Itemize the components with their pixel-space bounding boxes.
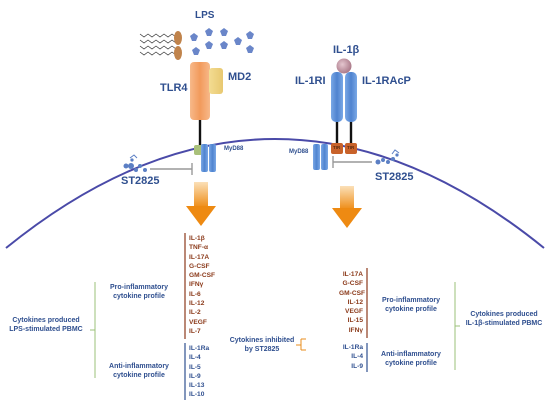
list-item: IL-7 (189, 327, 201, 335)
left-anti-list: IL-1Ra IL-4 IL-5 IL-9 IL-13 IL-10 (189, 344, 209, 400)
list-item: IL-5 (189, 363, 201, 371)
tir-right-label: TIR (347, 145, 355, 150)
st2825-left-molecule (123, 154, 193, 175)
right-anti-profile: Anti-inflammatory cytokine profile (381, 351, 441, 367)
il1b-ligand (335, 57, 353, 75)
list-item: VEGF (189, 318, 207, 326)
il1ri-receptor (331, 72, 343, 122)
tir-left-label: TIR (333, 145, 341, 150)
st2825-right-molecule (332, 149, 400, 168)
st2825-right-label: ST2825 (375, 171, 414, 183)
list-item: GM-CSF (189, 272, 216, 280)
list-item: IL-4 (189, 354, 201, 362)
left-anti-profile: Anti-inflammatory cytokine profile (109, 363, 169, 379)
list-item: IL-12 (189, 300, 205, 308)
list-item: IL-17A (189, 253, 210, 261)
lps-label: LPS (195, 10, 215, 21)
il1ri-label: IL-1RI (295, 75, 326, 87)
list-item: TNF-α (189, 244, 209, 252)
list-item: IL-2 (189, 309, 201, 317)
list-item: IFNγ (189, 281, 204, 289)
tir-domain-right (345, 143, 357, 154)
list-item: IL-9 (189, 372, 201, 380)
left-cytokines-produced: Cytokines produced LPS-stimulated PBMC (9, 317, 83, 333)
tir-domain-left (331, 143, 343, 154)
list-item: IL-10 (189, 391, 205, 399)
md2-label: MD2 (228, 71, 252, 83)
myd88-left-label: MyD88 (224, 146, 244, 152)
list-item: IL-6 (189, 290, 201, 298)
list-item: IL-1Ra (342, 344, 363, 351)
right-pro-list: IL-17A G-CSF GM-CSF IL-12 VEGF IL-15 IFN… (339, 270, 366, 335)
cell-membrane (5, 138, 545, 249)
left-pro-list: IL-1β TNF-α IL-17A G-CSF GM-CSF IFNγ IL-… (189, 234, 215, 336)
list-item: IL-1Ra (189, 345, 210, 352)
list-item: VEGF (345, 308, 363, 316)
il1racp-label: IL-1RAcP (362, 75, 411, 87)
left-arrow (186, 182, 216, 226)
list-item: IL-15 (347, 317, 363, 325)
list-item: G-CSF (189, 262, 210, 270)
lps-sugars (190, 28, 254, 55)
myd88-left-protein (201, 144, 216, 172)
list-item: IL-1β (189, 235, 205, 242)
tlr4-receptor (190, 62, 210, 120)
il1racp-receptor (345, 72, 357, 122)
right-arrow (332, 186, 362, 228)
right-pro-profile: Pro-inflammatory cytokine profile (382, 297, 440, 313)
list-item: IFNγ (348, 326, 363, 334)
list-item: IL-4 (351, 353, 363, 361)
myd88-right-protein (313, 144, 328, 170)
right-cytokines-produced: Cytokines produced IL-1β-stimulated PBMC (465, 311, 543, 327)
myd88-right-label: MyD88 (289, 149, 309, 155)
list-item: G-CSF (342, 280, 363, 288)
list-item: IL-17A (342, 271, 363, 278)
lps-molecule (139, 33, 177, 56)
list-item: IL-9 (351, 362, 363, 370)
st2825-left-label: ST2825 (121, 175, 160, 187)
left-pro-profile: Pro-inflammatory cytokine profile (110, 284, 168, 300)
list-item: IL-13 (189, 382, 205, 390)
right-anti-list: IL-1Ra IL-4 IL-9 (339, 343, 363, 371)
il1b-label: IL-1β (333, 44, 360, 56)
tlr4-label: TLR4 (160, 82, 188, 94)
list-item: IL-12 (347, 298, 363, 306)
md2-protein (209, 68, 223, 94)
cytokines-inhibited: Cytokines inhibited by ST2825 (229, 337, 295, 353)
list-item: GM-CSF (339, 289, 366, 297)
